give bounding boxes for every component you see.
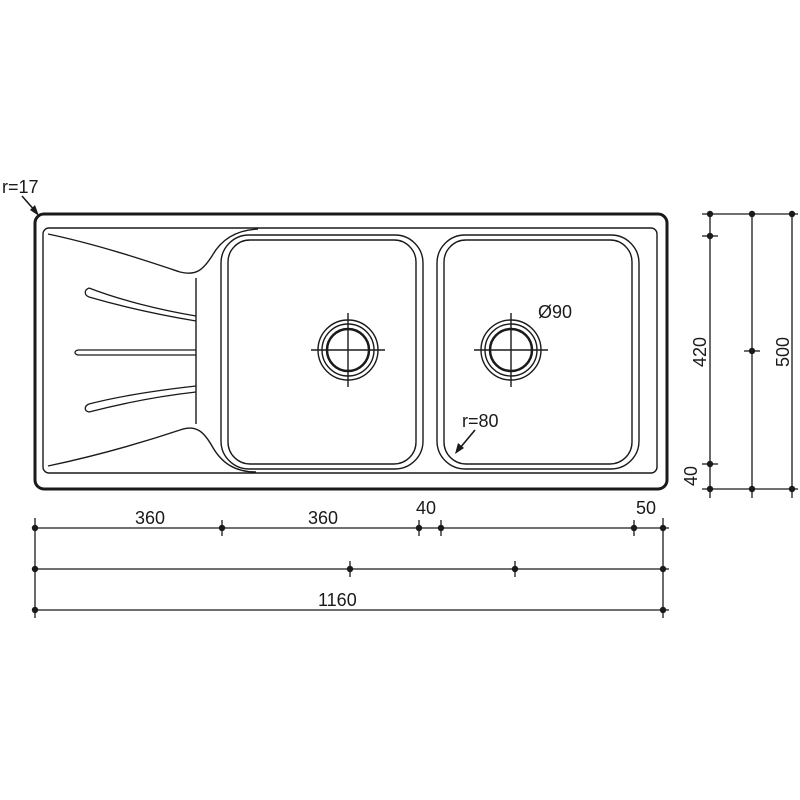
- bowl-radius-callout: r=80: [455, 411, 499, 454]
- dim-divider-gap: 40: [416, 498, 436, 518]
- right-drain: [474, 313, 548, 387]
- dim-overall-depth: 500: [773, 337, 793, 367]
- drainboard: [47, 228, 259, 473]
- dim-bowl-depth: 420: [690, 337, 710, 367]
- dim-bottom-margin: 40: [681, 466, 701, 486]
- drain-diameter-label: Ø90: [538, 302, 572, 322]
- bowl-radius-label: r=80: [462, 411, 499, 431]
- drainboard-groove-middle: [74, 349, 196, 356]
- vertical-dimensions: 420 40 500: [681, 210, 798, 498]
- horizontal-dimensions: 360 360 40 50 1160: [31, 498, 669, 618]
- dim-edge-gap: 50: [636, 498, 656, 518]
- dim-overall-width: 1160: [318, 590, 357, 610]
- sink-outline: [33, 212, 669, 491]
- dim-left-bowl-width: 360: [135, 508, 165, 528]
- corner-radius-label: r=17: [2, 177, 39, 197]
- dim-drainboard-width: 360: [308, 508, 338, 528]
- right-bowl: [436, 234, 640, 470]
- corner-radius-callout: r=17: [2, 177, 39, 216]
- drainboard-groove-top: [84, 287, 197, 322]
- drainboard-groove-bottom: [84, 385, 197, 413]
- left-drain: [311, 313, 385, 387]
- left-bowl: [220, 234, 424, 470]
